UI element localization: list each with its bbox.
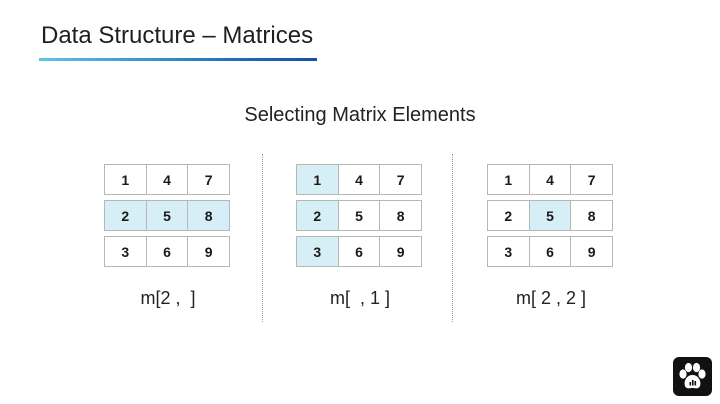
matrix-cell: 2: [104, 200, 147, 231]
matrix-cell: 6: [528, 236, 572, 267]
selection-label: m[ 2 , 2 ]: [515, 288, 587, 308]
matrix-row: 2 5 8: [104, 200, 232, 231]
matrix-row: 2 5 8: [296, 200, 424, 231]
matrix-cell: 9: [187, 236, 230, 267]
paw-icon: [679, 362, 706, 389]
matrix-cell: 4: [337, 164, 381, 195]
matrix-cell: 3: [104, 236, 147, 267]
selection-label: m[2 , ]: [140, 288, 196, 308]
matrix-cell: 1: [296, 164, 339, 195]
matrix-cell: 8: [379, 200, 422, 231]
matrix-row: 1 4 7: [296, 164, 424, 195]
matrix-row: 1 4 7: [104, 164, 232, 195]
matrix-cell: 3: [296, 236, 339, 267]
brand-logo: [673, 357, 712, 396]
matrix-cell: 6: [337, 236, 381, 267]
matrix-row: 3 6 9: [104, 236, 232, 267]
matrix-cell: 1: [104, 164, 147, 195]
dotted-divider: [452, 154, 453, 322]
matrix-cell: 2: [487, 200, 530, 231]
slide-subtitle: Selecting Matrix Elements: [244, 104, 476, 126]
matrix-cell: 5: [337, 200, 381, 231]
matrix-cell: 7: [187, 164, 230, 195]
matrix-cell: 2: [296, 200, 339, 231]
matrix-cell: 5: [528, 200, 572, 231]
dotted-divider: [262, 154, 263, 322]
matrix-panel-column-selection: 1 4 7 2 5 8 3 6 9 m[ , 1 ]: [296, 164, 424, 308]
matrix-cell: 1: [487, 164, 530, 195]
matrix-row: 3 6 9: [296, 236, 424, 267]
slide-title: Data Structure – Matrices: [41, 22, 314, 49]
matrix-panel-element-selection: 1 4 7 2 5 8 3 6 9 m[ 2 , 2 ]: [487, 164, 615, 308]
matrix-cell: 7: [379, 164, 422, 195]
selection-label: m[ , 1 ]: [329, 288, 390, 308]
matrix-row: 3 6 9: [487, 236, 615, 267]
matrix-cell: 3: [487, 236, 530, 267]
matrix-cell: 8: [570, 200, 613, 231]
matrix-row: 2 5 8: [487, 200, 615, 231]
title-underline: [39, 58, 317, 61]
matrix-cell: 6: [145, 236, 189, 267]
matrix-row: 1 4 7: [487, 164, 615, 195]
matrix-cell: 9: [570, 236, 613, 267]
matrix-cell: 8: [187, 200, 230, 231]
matrix-cell: 4: [528, 164, 572, 195]
matrix-panel-row-selection: 1 4 7 2 5 8 3 6 9 m[2 , ]: [104, 164, 232, 308]
matrix-cell: 7: [570, 164, 613, 195]
matrix-cell: 9: [379, 236, 422, 267]
matrix-cell: 5: [145, 200, 189, 231]
matrix-cell: 4: [145, 164, 189, 195]
